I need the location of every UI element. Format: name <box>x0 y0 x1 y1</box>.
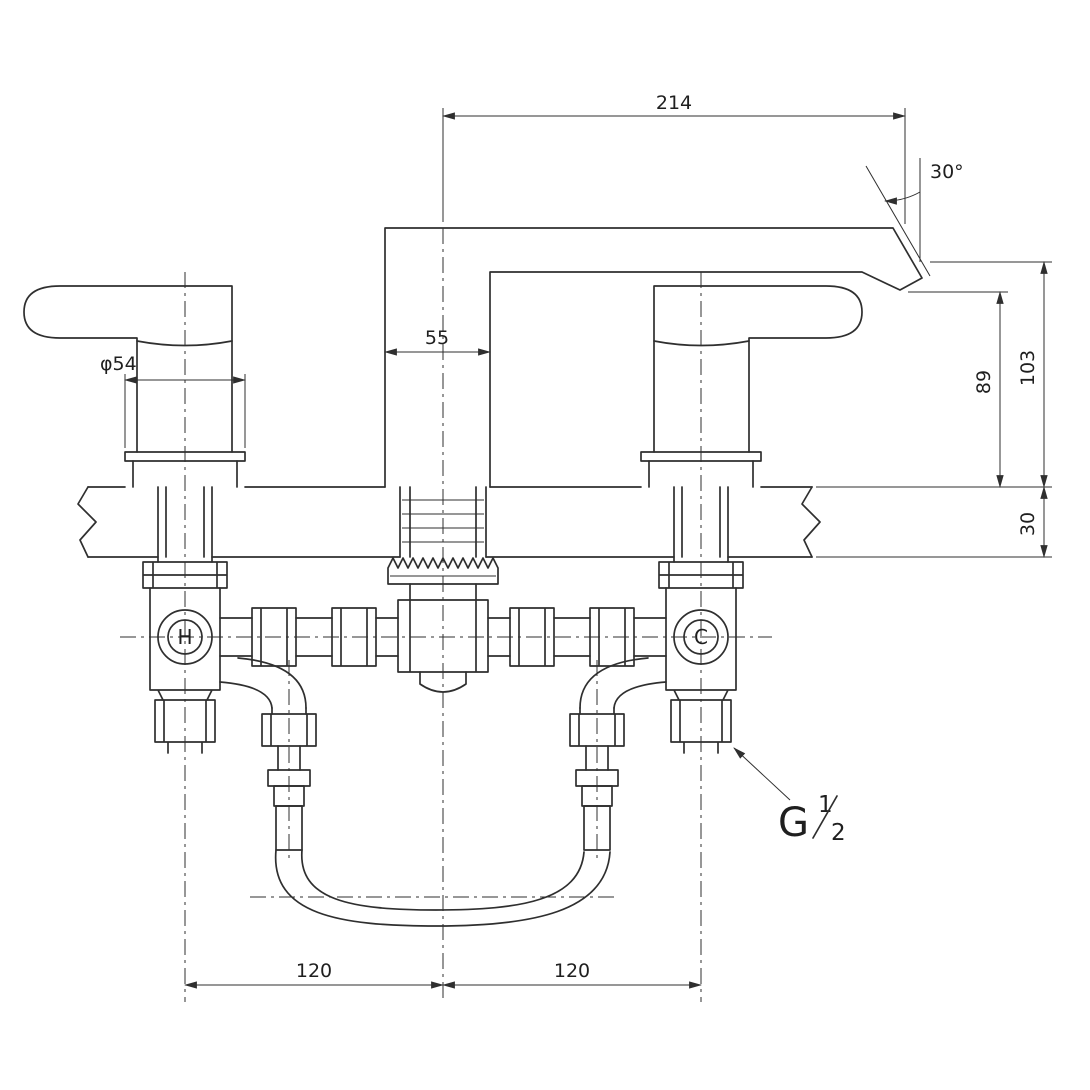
cold-hose-collar <box>581 785 613 807</box>
dim-spout-angle: 30° <box>865 158 964 277</box>
cold-port-inner-circle <box>683 619 719 655</box>
cold-port-outer-circle <box>673 609 729 665</box>
hot-elbow-inner <box>219 681 273 709</box>
dim-hot-spacing-label: 120 <box>296 960 332 982</box>
manifold-right-union-1 <box>509 607 555 667</box>
dim-overall-height-label: 103 <box>1017 350 1039 386</box>
cold-shank <box>673 486 729 563</box>
spout-shank-threads <box>402 499 484 543</box>
hot-hose-collar <box>273 785 305 807</box>
hot-port-outer-circle <box>157 609 213 665</box>
hot-port-inner-circle <box>167 619 203 655</box>
hot-handle-joint <box>136 340 233 347</box>
cold-drop-pipe <box>579 707 615 715</box>
thread-callout-letter: G <box>778 800 809 846</box>
shanks <box>157 486 729 563</box>
hot-valve: H <box>149 587 221 754</box>
dim-outlet-height-label: 89 <box>973 370 995 394</box>
lock-nuts <box>142 561 744 589</box>
cold-valve: C <box>665 587 737 754</box>
cold-port-label: C <box>694 625 708 649</box>
manifold-left <box>219 607 399 667</box>
cold-handle-base-flange <box>640 451 762 462</box>
cold-elbow-outer <box>579 657 649 709</box>
thread-callout-leader <box>733 747 791 801</box>
hose-loop-outer <box>274 849 611 927</box>
hot-elbow-and-hose <box>219 657 317 851</box>
manifold-right <box>487 607 667 667</box>
cold-hose-braid <box>583 805 611 851</box>
dim-deck-thickness-label: 30 <box>1017 512 1039 536</box>
cold-handle-escutcheon <box>648 460 754 488</box>
thread-callout-numerator: 1 <box>818 792 833 818</box>
dim-spout-reach: 214 <box>441 92 907 224</box>
dim-spout-width: 55 <box>383 327 492 356</box>
dim-angle-arc <box>883 191 921 205</box>
cold-drop-hex <box>569 713 625 747</box>
thread-callout-denominator: 2 <box>831 820 846 846</box>
tee-bottom-plug <box>419 671 467 693</box>
dims-bottom: 120 120 <box>183 960 703 989</box>
cold-handle-joint <box>653 340 750 347</box>
hot-drop-hex <box>261 713 317 747</box>
thread-callout: G 1 2 <box>733 747 846 846</box>
cold-handle-lever <box>653 285 863 453</box>
spout-outline <box>384 227 923 488</box>
thread-callout-fraction-bar <box>812 795 838 839</box>
hot-hose-nut <box>267 769 311 787</box>
dim-spout-angle-label: 30° <box>930 161 964 183</box>
spout-shank <box>399 486 487 558</box>
cold-inlet-hex <box>670 699 732 754</box>
hot-inlet-hex <box>154 699 216 754</box>
deck-break-left <box>77 486 97 558</box>
tee-body <box>397 599 489 673</box>
hot-shank <box>157 486 213 563</box>
tee-neck <box>409 583 477 601</box>
cold-elbow-and-hose <box>569 657 667 851</box>
dim-spout-width-label: 55 <box>425 327 449 349</box>
centerlines <box>120 228 772 1002</box>
cold-lock-nut <box>658 561 744 589</box>
hose-loop-inner <box>301 849 585 911</box>
spout-serrated-flange <box>387 557 499 585</box>
hot-drop-pipe <box>271 707 307 715</box>
hot-handle-escutcheon <box>132 460 238 488</box>
deck <box>77 486 821 558</box>
manifold-left-union-2 <box>331 607 377 667</box>
cold-handle <box>640 285 863 488</box>
hose-loop <box>274 849 611 927</box>
cold-drop-stub <box>585 745 609 771</box>
hot-handle <box>23 285 246 488</box>
manifold-left-union-1 <box>251 607 297 667</box>
dim-cold-spacing-label: 120 <box>554 960 590 982</box>
hot-valve-body <box>149 587 221 701</box>
hot-hose-braid <box>275 805 303 851</box>
hot-handle-lever <box>23 285 233 453</box>
manifold-right-pipes <box>487 617 667 657</box>
dim-base-diameter: φ54 <box>100 353 247 448</box>
hot-port-label: H <box>177 625 192 649</box>
hot-handle-base-flange <box>124 451 246 462</box>
dim-angle-ref-slanted <box>865 165 931 277</box>
manifold-left-pipes <box>219 617 399 657</box>
center-tee <box>387 557 499 693</box>
spout <box>384 227 923 488</box>
hot-drop-stub <box>277 745 301 771</box>
cold-valve-body <box>665 587 737 701</box>
cold-elbow-inner <box>613 681 667 709</box>
deck-break-right <box>801 486 821 558</box>
cold-hose-nut <box>575 769 619 787</box>
dims-right-side: 89 103 30 <box>816 260 1052 559</box>
hot-lock-nut <box>142 561 228 589</box>
hot-elbow-outer <box>237 657 307 709</box>
manifold-right-union-2 <box>589 607 635 667</box>
dim-base-diameter-label: φ54 <box>100 353 137 375</box>
dim-spout-reach-label: 214 <box>656 92 692 114</box>
